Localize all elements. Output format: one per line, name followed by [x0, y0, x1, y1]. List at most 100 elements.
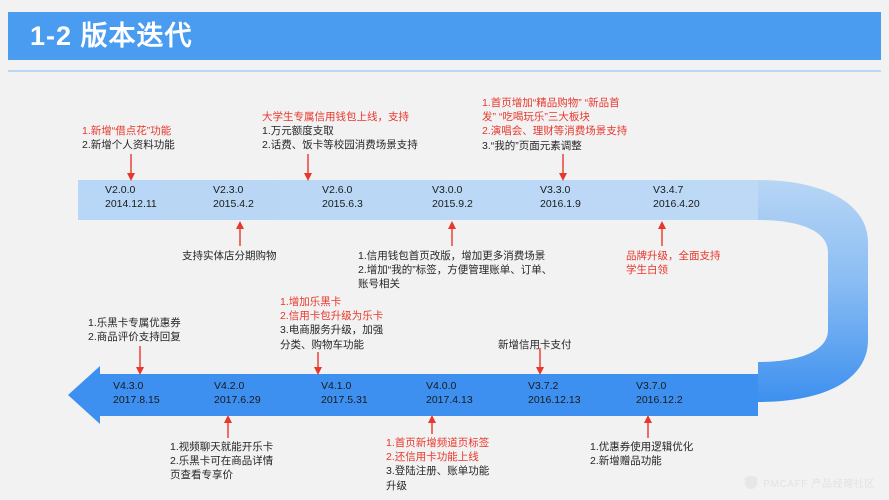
version-number: V4.1.0: [321, 380, 352, 392]
version-number: V2.3.0: [213, 184, 244, 196]
leader-arrow-a5: [448, 221, 456, 229]
annotation-line: 1.万元额度支取: [262, 125, 334, 138]
version-number: V3.7.2: [528, 380, 559, 392]
annotation-line: 页查看专享价: [170, 469, 233, 482]
version-label-top-2: V2.6.0 2015.6.3: [322, 184, 363, 211]
annotation-line: 1.增加乐黑卡: [280, 296, 342, 308]
annotation-line: 3.“我的”页面元素调整: [482, 139, 582, 152]
version-date: 2016.1.9: [540, 197, 581, 210]
annotation-line: 2.还信用卡功能上线: [386, 451, 479, 464]
leader-arrow-a9: [536, 367, 544, 375]
version-date: 2017.6.29: [214, 393, 261, 406]
version-number: V3.7.0: [636, 380, 667, 392]
annotation-line: 学生白领: [626, 264, 668, 277]
version-number: V4.0.0: [426, 380, 457, 392]
version-label-bottom-3: V4.0.0 2017.4.13: [426, 380, 473, 407]
version-date: 2016.12.13: [528, 393, 581, 406]
annotation-line: 3.登陆注册、账单功能: [386, 465, 490, 478]
annotation-line: 2.话费、饭卡等校园消费场景支持: [262, 139, 418, 152]
annotation-line: 3.电商服务升级，加强: [280, 324, 384, 337]
leader-arrow-a6: [658, 221, 666, 229]
annotation-line: 大学生专属信用钱包上线，支持: [262, 111, 409, 123]
annotation-v2-0-0: 1.新增“借点花”功能 2.新增个人资料功能: [82, 124, 175, 152]
version-number: V2.0.0: [105, 184, 136, 196]
annotation-line: 2.商品评价支持回复: [88, 331, 181, 344]
leader-arrow-a4: [236, 221, 244, 229]
title-bar: [8, 12, 881, 60]
version-label-top-0: V2.0.0 2014.12.11: [105, 184, 157, 211]
annotation-v4-2-0-lower: 1.视频聊天就能开乐卡 2.乐黑卡可在商品详情页查看专享价: [170, 440, 273, 483]
version-label-bottom-4: V3.7.2 2016.12.13: [528, 380, 581, 407]
version-label-top-3: V3.0.0 2015.9.2: [432, 184, 473, 211]
annotation-v3-7-2-upper: 新增信用卡支付: [498, 338, 572, 352]
annotation-line: 2.乐黑卡可在商品详情: [170, 455, 274, 468]
annotation-line: 升级: [386, 479, 407, 492]
version-date: 2015.6.3: [322, 197, 363, 210]
version-number: V4.3.0: [113, 380, 144, 392]
version-number: V3.4.7: [653, 184, 684, 196]
version-date: 2017.8.15: [113, 393, 160, 406]
timeline-bottom-bar: [100, 374, 758, 416]
annotation-line: 2.演唱会、理财等消费场景支持: [482, 125, 628, 138]
annotation-line: 2.新增赠品功能: [590, 455, 662, 468]
annotation-line: 发” “吃喝玩乐”三大板块: [482, 111, 590, 124]
leader-arrow-a7: [136, 367, 144, 375]
version-label-bottom-5: V3.7.0 2016.12.2: [636, 380, 683, 407]
watermark: PMCAFF 产品经理社区: [744, 475, 875, 490]
version-number: V2.6.0: [322, 184, 353, 196]
leader-arrow-a2: [304, 173, 312, 181]
watermark-text: PMCAFF 产品经理社区: [763, 479, 875, 490]
version-date: 2014.12.11: [105, 197, 157, 210]
version-label-top-1: V2.3.0 2015.4.2: [213, 184, 254, 211]
annotation-line: 1.新增“借点花”功能: [82, 125, 172, 137]
annotation-line: 分类、购物车功能: [280, 338, 364, 351]
annotation-line: 1.首页增加“精品购物” “新品首: [482, 97, 620, 109]
annotation-line: 品牌升级，全面支持: [626, 250, 721, 262]
version-date: 2015.4.2: [213, 197, 254, 210]
leader-arrow-a3: [559, 173, 567, 181]
annotation-line: 1.视频聊天就能开乐卡: [170, 441, 274, 453]
annotation-v2-3-0: 支持实体店分期购物: [182, 249, 277, 263]
annotation-v3-7-0-lower: 1.优惠券使用逻辑优化 2.新增赠品功能: [590, 440, 693, 468]
annotation-line: 1.首页新增频道页标签: [386, 437, 490, 449]
version-label-bottom-2: V4.1.0 2017.5.31: [321, 380, 368, 407]
version-number: V4.2.0: [214, 380, 245, 392]
page-title: 1-2 版本迭代: [30, 21, 193, 51]
version-date: 2017.5.31: [321, 393, 368, 406]
annotation-v3-0-0: 1.信用钱包首页改版，增加更多消费场景 2.增加“我的”标签，方便管理账单、订单、…: [358, 249, 552, 292]
annotation-v3-4-7: 品牌升级，全面支持学生白领: [626, 249, 721, 277]
annotation-line: 新增信用卡支付: [498, 339, 572, 351]
version-date: 2016.4.20: [653, 197, 700, 210]
version-date: 2016.12.2: [636, 393, 683, 406]
version-label-top-5: V3.4.7 2016.4.20: [653, 184, 700, 211]
version-date: 2017.4.13: [426, 393, 473, 406]
timeline-arrowhead: [68, 366, 100, 424]
annotation-line: 2.信用卡包升级为乐卡: [280, 310, 384, 323]
annotation-line: 支持实体店分期购物: [182, 250, 277, 262]
annotation-line: 1.乐黑卡专属优惠券: [88, 317, 181, 329]
leader-arrow-a11: [428, 415, 436, 423]
leader-arrow-a12: [644, 415, 652, 423]
timeline-curve: [758, 180, 868, 402]
leader-arrow-a10: [224, 415, 232, 423]
annotation-line: 2.增加“我的”标签，方便管理账单、订单、: [358, 264, 553, 277]
version-number: V3.0.0: [432, 184, 463, 196]
version-label-bottom-1: V4.2.0 2017.6.29: [214, 380, 261, 407]
annotation-line: 1.优惠券使用逻辑优化: [590, 441, 694, 453]
version-label-top-4: V3.3.0 2016.1.9: [540, 184, 581, 211]
annotation-line: 账号相关: [358, 278, 400, 291]
annotation-line: 1.信用钱包首页改版，增加更多消费场景: [358, 250, 546, 262]
version-label-bottom-0: V4.3.0 2017.8.15: [113, 380, 160, 407]
annotation-line: 2.新增个人资料功能: [82, 139, 175, 152]
version-date: 2015.9.2: [432, 197, 473, 210]
timeline-top-bar: [78, 180, 758, 220]
annotation-v4-3-0-upper: 1.乐黑卡专属优惠券 2.商品评价支持回复: [88, 316, 181, 344]
title-divider: [8, 70, 881, 72]
version-number: V3.3.0: [540, 184, 571, 196]
shield-icon: [745, 475, 758, 490]
